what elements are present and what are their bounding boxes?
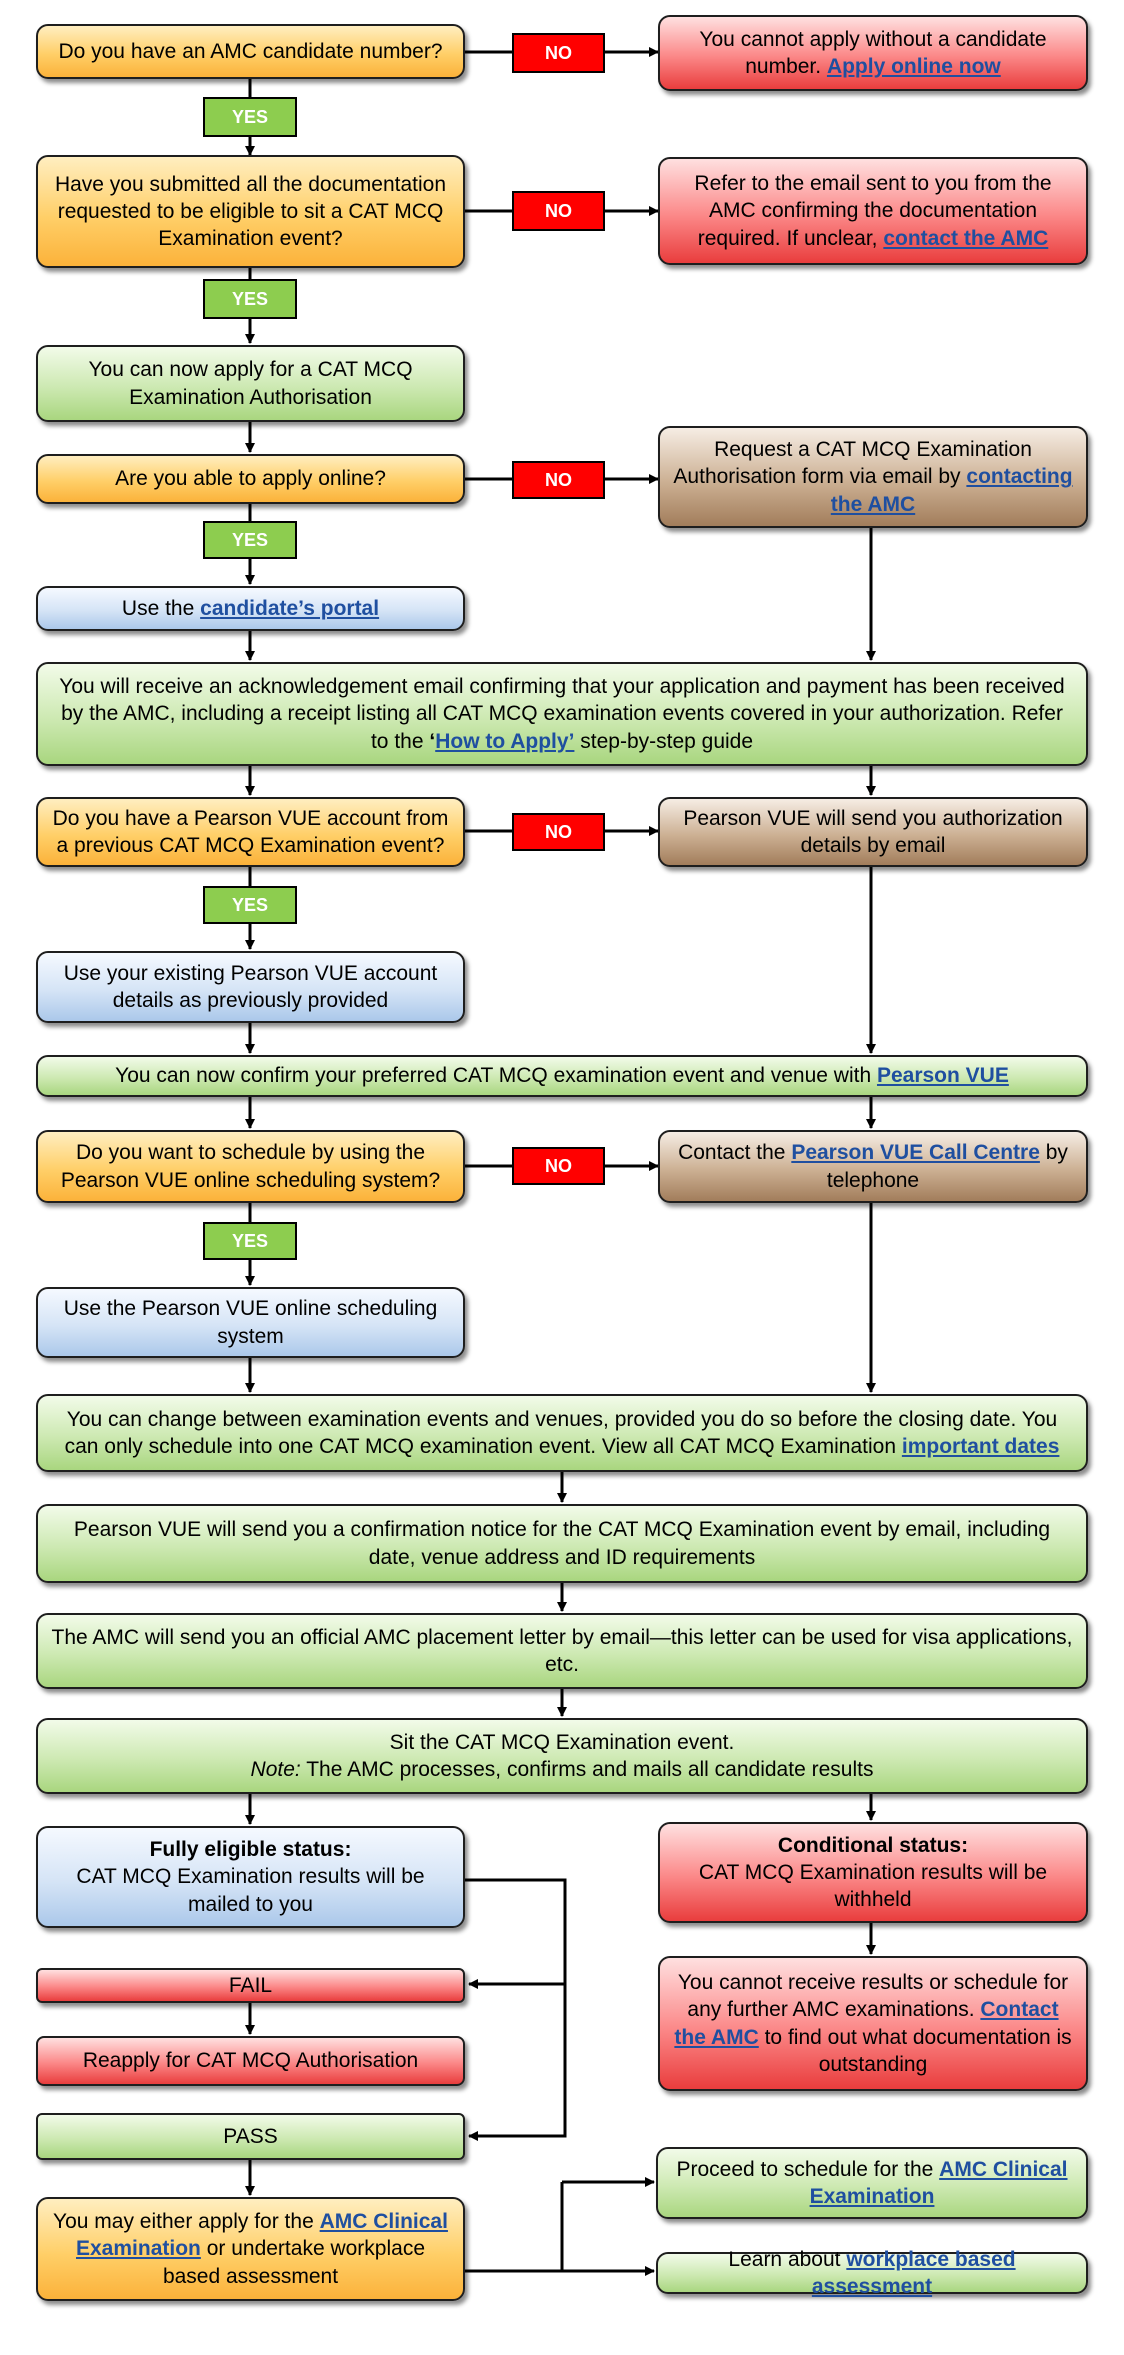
step-candidate-portal: Use the candidate’s portal bbox=[36, 586, 465, 631]
status-fully-eligible: Fully eligible status:CAT MCQ Examinatio… bbox=[36, 1826, 465, 1928]
step-confirm-event: You can now confirm your preferred CAT M… bbox=[36, 1055, 1088, 1097]
result-no-candidate: You cannot apply without a candidate num… bbox=[658, 15, 1088, 91]
step-learn-wba: Learn about workplace based assessment bbox=[656, 2248, 1088, 2298]
question-pearson-account: Do you have a Pearson VUE account from a… bbox=[36, 797, 465, 867]
arrow-either-split bbox=[465, 2182, 564, 2273]
no-label: NO bbox=[512, 1147, 605, 1185]
amc-clinical-exam-link[interactable]: AMC Clinical Examination bbox=[809, 2157, 1068, 2208]
no-label: NO bbox=[512, 813, 605, 851]
no-label: NO bbox=[512, 33, 605, 73]
result-call-centre: Contact the Pearson VUE Call Centre by t… bbox=[658, 1130, 1088, 1203]
workplace-assessment-link[interactable]: workplace based assessment bbox=[811, 2247, 1016, 2298]
yes-label: YES bbox=[203, 886, 297, 924]
step-use-online-scheduling: Use the Pearson VUE online scheduling sy… bbox=[36, 1287, 465, 1358]
step-existing-account: Use your existing Pearson VUE account de… bbox=[36, 951, 465, 1023]
question-candidate-number: Do you have an AMC candidate number? bbox=[36, 24, 465, 79]
result-pass: PASS bbox=[36, 2113, 465, 2160]
contact-amc-link[interactable]: contact the AMC bbox=[883, 226, 1049, 250]
question-schedule-online: Do you want to schedule by using the Pea… bbox=[36, 1130, 465, 1203]
contact-amc-link[interactable]: Contact the AMC bbox=[674, 1998, 1059, 2049]
question-text: Do you have an AMC candidate number? bbox=[58, 39, 443, 63]
result-pearson-send: Pearson VUE will send you authorization … bbox=[658, 797, 1088, 867]
result-cannot-receive: You cannot receive results or schedule f… bbox=[658, 1956, 1088, 2091]
result-refer-email: Refer to the email sent to you from the … bbox=[658, 157, 1088, 265]
yes-label: YES bbox=[203, 521, 297, 559]
step-confirmation-notice: Pearson VUE will send you a confirmation… bbox=[36, 1504, 1088, 1583]
arrow-eligible-pass bbox=[467, 1984, 567, 2142]
step-proceed-clinical: Proceed to schedule for the AMC Clinical… bbox=[656, 2147, 1088, 2219]
step-either-apply: You may either apply for the AMC Clinica… bbox=[36, 2197, 465, 2301]
candidates-portal-link[interactable]: candidate’s portal bbox=[200, 596, 380, 620]
contacting-amc-link[interactable]: contacting the AMC bbox=[830, 465, 1073, 516]
apply-online-link[interactable]: Apply online now bbox=[826, 55, 1001, 78]
step-reapply: Reapply for CAT MCQ Authorisation bbox=[36, 2036, 465, 2086]
step-sit-exam: Sit the CAT MCQ Examination event.Note: … bbox=[36, 1718, 1088, 1794]
important-dates-link[interactable]: important dates bbox=[901, 1435, 1060, 1458]
question-apply-online: Are you able to apply online? bbox=[36, 454, 465, 504]
step-acknowledgement: You will receive an acknowledgement emai… bbox=[36, 662, 1088, 766]
step-change-events: You can change between examination event… bbox=[36, 1394, 1088, 1472]
how-to-apply-link[interactable]: How to Apply’ bbox=[435, 729, 575, 753]
no-label: NO bbox=[512, 191, 605, 231]
yes-label: YES bbox=[203, 97, 297, 137]
step-placement-letter: The AMC will send you an official AMC pl… bbox=[36, 1613, 1088, 1689]
no-label: NO bbox=[512, 461, 605, 499]
step-can-apply: You can now apply for a CAT MCQ Examinat… bbox=[36, 345, 465, 422]
result-request-form: Request a CAT MCQ Examination Authorisat… bbox=[658, 426, 1088, 528]
status-conditional: Conditional status:CAT MCQ Examination r… bbox=[658, 1822, 1088, 1923]
question-documentation: Have you submitted all the documentation… bbox=[36, 155, 465, 268]
arrow-eligible-fail bbox=[465, 1878, 567, 1990]
pearson-vue-link[interactable]: Pearson VUE bbox=[876, 1064, 1009, 1088]
pearson-call-centre-link[interactable]: Pearson VUE Call Centre bbox=[791, 1141, 1040, 1165]
yes-label: YES bbox=[203, 1222, 297, 1260]
amc-clinical-exam-link[interactable]: AMC Clinical Examination bbox=[76, 2210, 448, 2261]
result-fail: FAIL bbox=[36, 1968, 465, 2003]
yes-label: YES bbox=[203, 279, 297, 319]
